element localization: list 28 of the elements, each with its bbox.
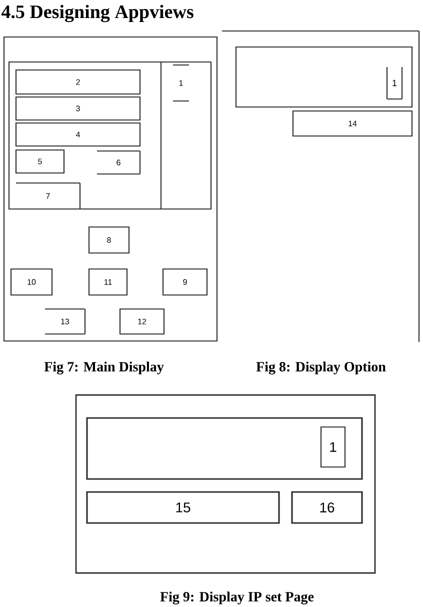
- numbered-box: 15: [86, 491, 280, 524]
- numbered-box: 5: [15, 149, 65, 174]
- numbered-box: 9: [162, 268, 208, 296]
- numbered-box: 14: [292, 110, 413, 137]
- heading: 4.5 Designing Appviews: [1, 4, 194, 22]
- numbered-box: 2: [15, 69, 141, 95]
- numbered-box: 8: [88, 226, 130, 254]
- panel: [86, 417, 363, 480]
- panel: [8, 61, 212, 210]
- numbered-box: 12: [119, 308, 165, 335]
- window-frame: [75, 394, 376, 574]
- numbered-box: 7: [15, 182, 81, 210]
- numbered-box: 6: [96, 150, 141, 175]
- panel: [235, 46, 413, 108]
- numbered-box: 16: [291, 491, 363, 524]
- numbered-box: 4: [15, 122, 141, 147]
- numbered-box: 3: [15, 96, 141, 121]
- numbered-box: 10: [10, 268, 53, 296]
- figure-caption: Fig 8: Display Option: [256, 362, 386, 374]
- figure-caption: Fig 7: Main Display: [44, 362, 164, 374]
- numbered-box: 1: [320, 426, 346, 468]
- numbered-box: 1: [172, 64, 190, 102]
- numbered-box: 13: [44, 308, 86, 335]
- numbered-box: 1: [386, 66, 403, 100]
- numbered-box: 11: [88, 268, 128, 296]
- window-frame: [3, 36, 218, 342]
- figure-caption: Fig 9: Display IP set Page: [160, 592, 314, 604]
- window-frame: [221, 30, 420, 343]
